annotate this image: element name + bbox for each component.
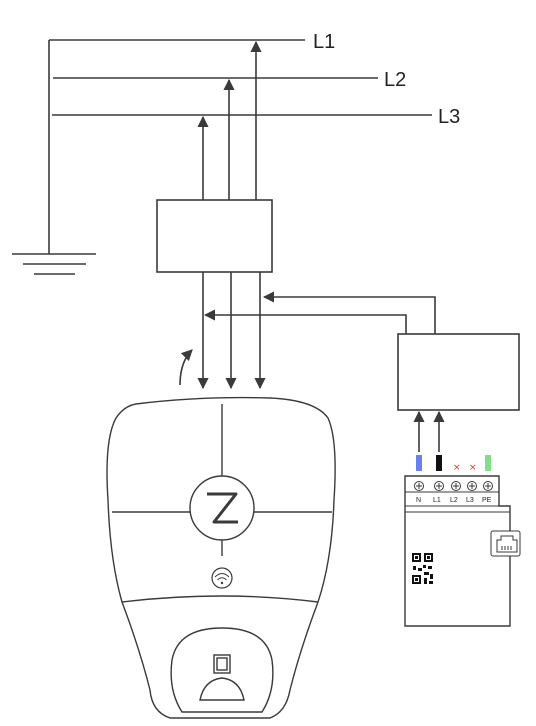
ev-charger xyxy=(106,396,336,719)
terminal-pe: PE xyxy=(482,497,492,504)
charging-socket xyxy=(170,627,274,713)
unused-l3-mark: × xyxy=(469,463,477,473)
pe-wire-tab xyxy=(485,455,491,471)
neutral-wire-tab xyxy=(416,455,422,471)
label-l3: L3 xyxy=(438,106,460,128)
controller-box xyxy=(397,333,520,411)
breaker-box xyxy=(156,199,273,273)
z-logo-glyph xyxy=(207,492,238,524)
wifi-icon xyxy=(211,567,233,589)
terminal-n: N xyxy=(416,497,421,504)
feedback-line-2 xyxy=(203,309,407,334)
l1-wire-tab xyxy=(436,455,442,471)
z-logo-icon xyxy=(189,475,255,541)
label-l2: L2 xyxy=(384,69,406,91)
label-l1: L1 xyxy=(313,31,335,53)
terminal-l3: L3 xyxy=(466,497,474,504)
ground-icon xyxy=(12,253,96,275)
ethernet-port-icon xyxy=(490,530,521,557)
energy-meter: × × N L1 L2 L3 PE xyxy=(404,455,521,627)
unused-l2-mark: × xyxy=(453,463,461,473)
qr-code-icon xyxy=(412,553,433,584)
feedback-line-1 xyxy=(262,291,436,334)
curved-arrow-icon xyxy=(179,349,193,386)
terminal-l1: L1 xyxy=(433,497,441,504)
terminal-l2: L2 xyxy=(450,497,458,504)
